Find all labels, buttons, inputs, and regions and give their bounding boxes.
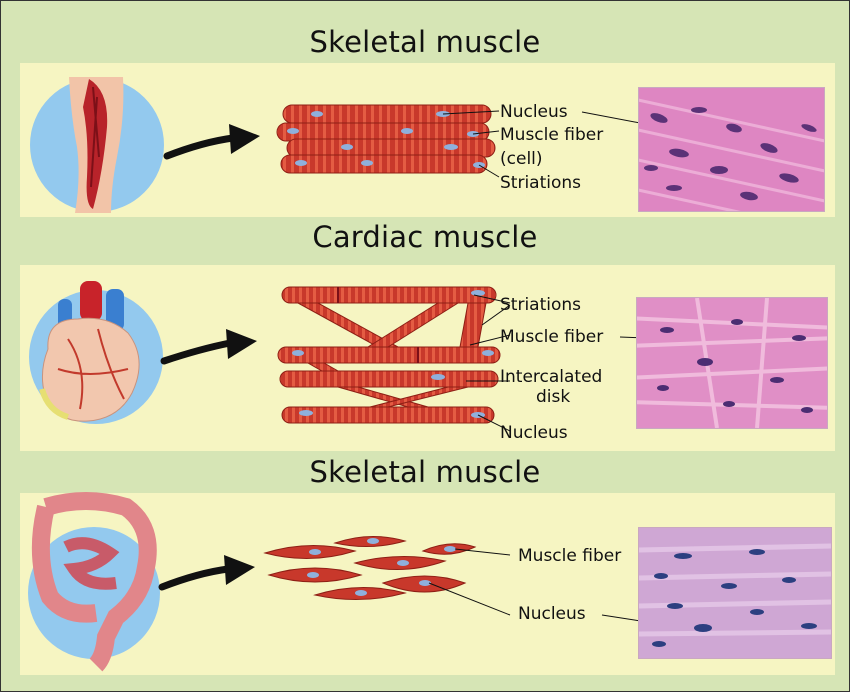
- label-nucleus: Nucleus: [518, 604, 586, 624]
- cardiac-panel: Striations Muscle fiber Intercalated dis…: [20, 265, 835, 451]
- label-nucleus: Nucleus: [500, 102, 568, 122]
- section-title-cardiac: Cardiac muscle: [1, 220, 849, 254]
- arrow-icon: [158, 549, 258, 599]
- label-muscle-fiber: Muscle fiber: [500, 327, 603, 347]
- smooth-fibers: [265, 531, 510, 621]
- label-striations: Striations: [500, 295, 581, 315]
- skeletal-micrograph: [638, 87, 825, 212]
- section-title-skeletal: Skeletal muscle: [1, 455, 849, 489]
- label-striations: Striations: [500, 173, 581, 193]
- heart-icon: [28, 289, 164, 425]
- label-intercalated: Intercalated: [500, 367, 602, 387]
- skeletal-panel: Nucleus Muscle fiber (cell) Striations: [20, 63, 835, 217]
- label-cell: (cell): [500, 149, 543, 169]
- label-nucleus: Nucleus: [500, 423, 568, 443]
- skeletal-fibers: [275, 101, 500, 183]
- smooth-micrograph: [638, 527, 832, 659]
- cardiac-fibers: [278, 283, 508, 443]
- label-muscle-fiber: Muscle fiber: [518, 546, 621, 566]
- arrow-icon: [163, 118, 263, 168]
- cardiac-micrograph: [636, 297, 828, 429]
- leg-muscle-icon: [27, 77, 167, 213]
- leader-line: [580, 109, 642, 129]
- section-title-skeletal: Skeletal muscle: [1, 25, 849, 59]
- smooth-panel: Muscle fiber Nucleus: [20, 493, 835, 675]
- label-disk: disk: [536, 387, 570, 407]
- intestine-icon: [26, 497, 162, 665]
- arrow-icon: [160, 327, 260, 377]
